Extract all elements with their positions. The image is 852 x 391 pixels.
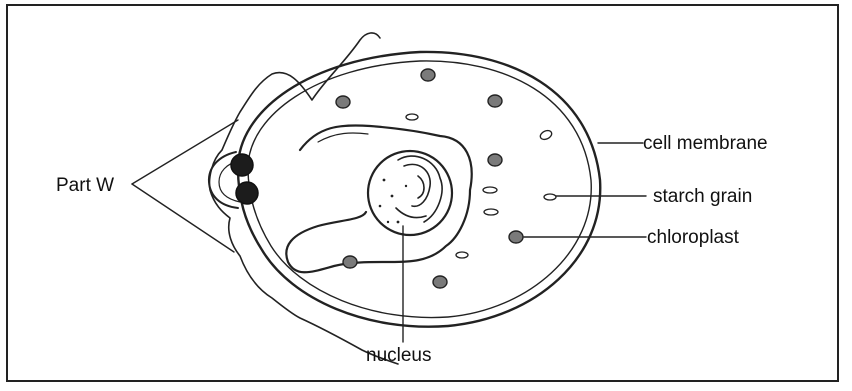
label-nucleus: nucleus	[366, 345, 432, 366]
part-w-pointer-upper	[132, 120, 238, 184]
label-part-w: Part W	[56, 175, 114, 196]
chloroplast	[421, 69, 435, 81]
chloroplast	[488, 95, 502, 107]
part-w-body-upper	[231, 154, 253, 176]
label-starch-grain: starch grain	[653, 186, 752, 207]
starch-grain	[484, 209, 498, 215]
part-w-body-lower	[236, 182, 258, 204]
chloroplast	[336, 96, 350, 108]
label-cell-membrane: cell membrane	[643, 133, 768, 154]
part-w-pointer-lower	[132, 184, 234, 252]
chloroplast	[433, 276, 447, 288]
chloroplast	[509, 231, 523, 243]
starch-grain	[406, 114, 418, 120]
chloroplast	[488, 154, 502, 166]
chloroplast	[343, 256, 357, 268]
cell-structure	[132, 33, 646, 364]
starch-grain	[456, 252, 468, 258]
pointer-lines	[132, 120, 646, 342]
starch-grain	[539, 129, 553, 141]
nucleus	[368, 151, 452, 235]
starch-grain	[544, 194, 556, 200]
label-chloroplast: chloroplast	[647, 227, 740, 248]
starch-grain	[483, 187, 497, 193]
vacuole-inner-arc	[318, 133, 368, 142]
